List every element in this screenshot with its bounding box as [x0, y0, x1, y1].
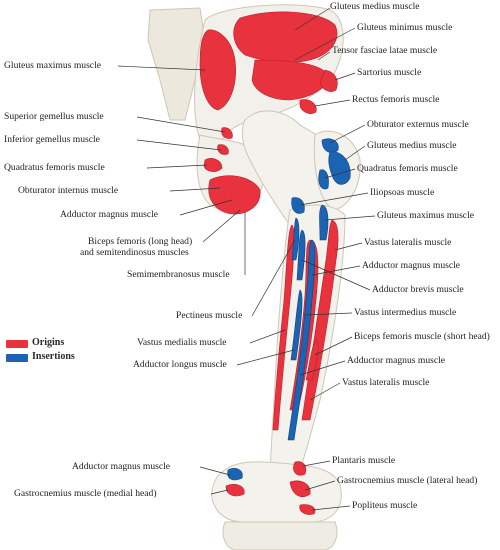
origin-gluteus-minimus: [251, 59, 329, 101]
label-adductor-magnus-right-2: Adductor magnus muscle: [347, 355, 446, 366]
label-gluteus-maximus-right: Gluteus maximus muscle: [377, 210, 474, 221]
origin-popliteus: [299, 504, 316, 515]
label-biceps-long-head-2: and semitendinosus muscles: [80, 247, 189, 258]
origin-gastrocnemius-lateral: [289, 480, 311, 497]
insertion-regions: [227, 138, 351, 481]
insertion-adductor-magnus: [287, 239, 316, 441]
sacrum: [147, 7, 206, 121]
origin-ischial-tuberosity: [208, 175, 261, 215]
label-quadratus-femoris-right: Quadratus femoris muscle: [357, 163, 458, 174]
origin-gluteus-maximus: [199, 29, 236, 111]
label-obturator-internus: Obturator internus muscle: [18, 185, 119, 196]
label-gastrocnemius-medial: Gastrocnemius muscle (medial head): [14, 488, 157, 499]
label-tensor-fasciae-latae: Tensor fasciae latae muscle: [332, 45, 438, 56]
label-gastrocnemius-lateral: Gastrocnemius muscle (lateral head): [337, 475, 478, 486]
insertion-gluteus-maximus: [319, 204, 329, 241]
label-biceps-long-head: Biceps femoris (long head): [88, 236, 193, 247]
label-adductor-magnus-right-1: Adductor magnus muscle: [362, 260, 461, 271]
label-biceps-short-head: Biceps femoris muscle (short head): [354, 331, 490, 342]
label-adductor-longus: Adductor longus muscle: [133, 359, 227, 370]
origin-superior-gemellus: [221, 127, 233, 139]
label-vastus-medialis: Vastus medialis muscle: [137, 337, 227, 348]
label-adductor-magnus-left: Adductor magnus muscle: [60, 209, 159, 220]
origin-gastrocnemius-medial: [225, 484, 245, 497]
insertion-adductor-brevis: [296, 229, 306, 281]
label-gluteus-minimus: Gluteus minimus muscle: [357, 22, 453, 33]
insertion-obturator-externus: [321, 138, 339, 153]
insertion-gluteus-medius: [328, 151, 351, 185]
legend-insertions-swatch: [6, 354, 28, 362]
label-sartorius: Sartorius muscle: [357, 67, 422, 78]
label-inferior-gemellus: Inferior gemellus muscle: [4, 134, 100, 145]
label-obturator-externus: Obturator externus muscle: [367, 119, 469, 130]
insertion-adductor-longus: [290, 289, 303, 361]
label-gluteus-medius-insertion: Gluteus medius muscle: [367, 140, 457, 151]
origin-vastus-medialis: [272, 224, 295, 431]
label-iliopsoas: Iliopsoas muscle: [370, 187, 435, 198]
origin-tensor-fasciae: [319, 69, 338, 92]
label-semimembranosus: Semimembranosus muscle: [127, 269, 230, 280]
label-popliteus: Popliteus muscle: [352, 500, 418, 511]
label-adductor-brevis: Adductor brevis muscle: [372, 284, 464, 295]
label-pectineus: Pectineus muscle: [176, 310, 243, 321]
label-adductor-magnus-bottom: Adductor magnus muscle: [72, 461, 171, 472]
insertion-iliopsoas: [291, 197, 305, 214]
origin-plantaris: [293, 461, 307, 476]
origin-rectus-femoris: [299, 99, 317, 114]
legend-origins-label: Origins: [32, 337, 65, 348]
label-plantaris: Plantaris muscle: [332, 455, 396, 466]
label-gluteus-maximus-left: Gluteus maximus muscle: [4, 60, 101, 71]
label-quadratus-femoris-left: Quadratus femoris muscle: [4, 162, 105, 173]
legend-origins-swatch: [6, 340, 28, 348]
label-superior-gemellus: Superior gemellus muscle: [4, 111, 104, 122]
insertion-adductor-magnus-tubercle: [227, 468, 243, 481]
tibia-head: [222, 521, 338, 550]
label-gluteus-medius-top: Gluteus medius muscle: [330, 1, 420, 12]
label-vastus-lateralis-lower: Vastus lateralis muscle: [342, 377, 430, 388]
label-vastus-intermedius: Vastus intermedius muscle: [354, 307, 457, 318]
label-vastus-lateralis-upper: Vastus lateralis muscle: [364, 237, 452, 248]
insertion-pectineus: [291, 217, 300, 261]
label-rectus-femoris: Rectus femoris muscle: [352, 94, 440, 105]
origin-gluteus-medius: [233, 11, 338, 63]
origin-inferior-gemellus: [217, 144, 229, 155]
origin-quadratus-femoris: [203, 158, 223, 172]
insertion-quadratus-femoris: [318, 169, 329, 190]
origin-biceps-short: [305, 339, 319, 381]
legend-insertions-label: Insertions: [32, 351, 75, 362]
